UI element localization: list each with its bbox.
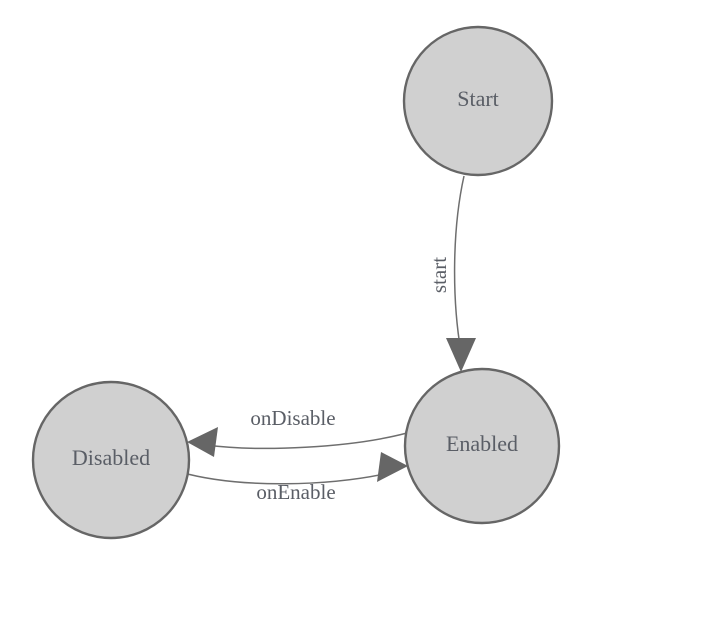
state-node-start[interactable]: Start	[402, 25, 554, 177]
edge-disabled-to-enabled[interactable]: onEnable	[179, 452, 408, 504]
edge-path-disabled-to-enabled	[179, 471, 390, 485]
state-node-enabled-circle	[403, 367, 561, 525]
arrow-head-icon-start-to-enabled	[446, 338, 476, 372]
state-node-start-circle	[402, 25, 554, 177]
state-node-disabled[interactable]: Disabled	[31, 380, 191, 540]
edge-label-start: start	[427, 257, 451, 293]
edge-label-on-disable: onDisable	[250, 406, 335, 430]
edge-label-on-enable: onEnable	[256, 480, 335, 504]
state-node-enabled[interactable]: Enabled	[403, 367, 561, 525]
state-node-enabled-label: Enabled	[446, 431, 518, 456]
edge-path-enabled-to-disabled	[205, 432, 408, 450]
state-node-disabled-circle	[31, 380, 191, 540]
arrow-head-icon-disabled-to-enabled	[377, 452, 408, 482]
edge-enabled-to-disabled[interactable]: onDisable	[187, 406, 408, 457]
edge-start-to-enabled[interactable]: start	[427, 175, 476, 372]
arrow-head-icon-enabled-to-disabled	[187, 427, 218, 457]
edge-path-start-to-enabled	[453, 175, 465, 353]
state-node-start-label: Start	[457, 86, 499, 111]
state-node-disabled-label: Disabled	[72, 445, 150, 470]
